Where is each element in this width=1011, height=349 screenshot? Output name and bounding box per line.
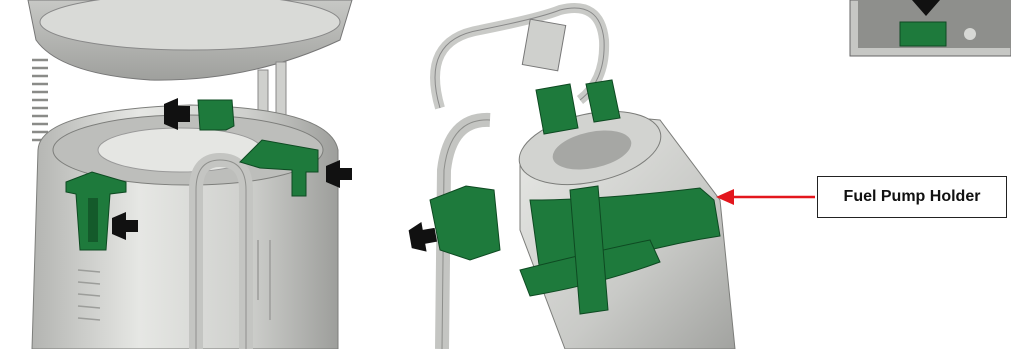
left-assembly <box>28 0 352 349</box>
spring <box>32 60 48 140</box>
partial-inset-image <box>850 0 1011 56</box>
pump-top-clip <box>536 84 578 134</box>
locking-clip-top <box>198 100 234 130</box>
fuel-pump-holder-callout: Fuel Pump Holder <box>817 176 1007 218</box>
wire-loop <box>435 8 604 108</box>
flange-rim <box>40 0 340 50</box>
side-clip <box>430 186 500 260</box>
wire-connector <box>522 19 565 71</box>
red-callout-arrow-icon <box>716 189 815 205</box>
callout-label: Fuel Pump Holder <box>844 188 981 206</box>
pointer-arrow-icon <box>408 220 439 254</box>
center-assembly <box>408 8 735 349</box>
